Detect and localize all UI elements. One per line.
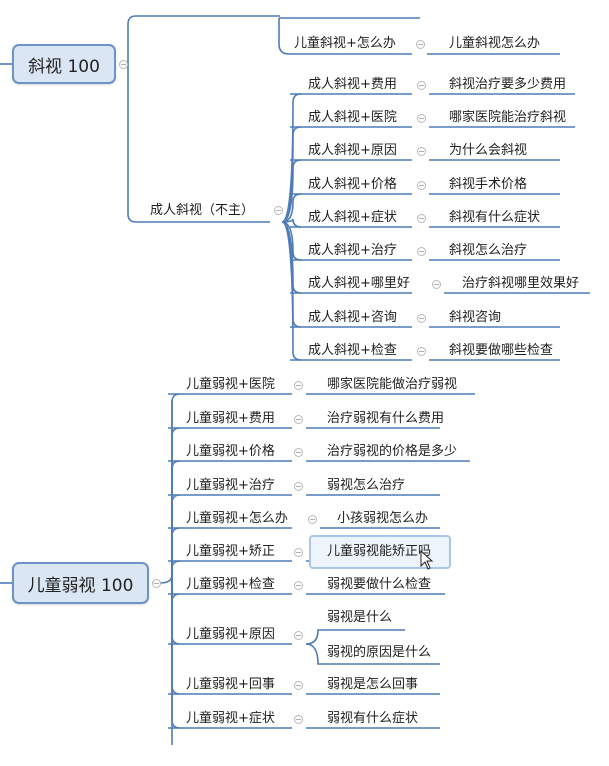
- adult-item-topic[interactable]: 成人斜视+咨询: [308, 310, 397, 325]
- collapse-amblyopia-item-icon[interactable]: [294, 548, 303, 557]
- adult-item-answer[interactable]: 治疗斜视哪里效果好: [462, 276, 580, 291]
- adult-item-topic[interactable]: 成人斜视+哪里好: [308, 276, 410, 291]
- collapse-amblyopia-item-icon[interactable]: [294, 381, 303, 390]
- adult-item-answer[interactable]: 斜视有什么症状: [449, 210, 541, 225]
- adult-item-curve: [281, 221, 302, 361]
- collapse-amblyopia-item-icon[interactable]: [294, 681, 303, 690]
- amblyopia-item-topic[interactable]: 儿童弱视+医院: [186, 377, 275, 392]
- amblyopia-item-answer[interactable]: 治疗弱视有什么费用: [327, 411, 445, 426]
- adult-item-curve: [281, 193, 302, 223]
- collapse-amblyopia-item-icon[interactable]: [294, 631, 303, 640]
- topic-strabismus[interactable]: 斜视 100: [12, 44, 116, 84]
- amblyopia-item-topic[interactable]: 儿童弱视+价格: [186, 444, 275, 459]
- collapse-adult-item-icon[interactable]: [432, 280, 441, 289]
- amblyopia-item-answer-line: [305, 643, 440, 665]
- amblyopia-item-answer-line: [305, 629, 405, 645]
- collapse-amblyopia-item-icon[interactable]: [294, 482, 303, 491]
- adult-item-curve: [281, 93, 302, 223]
- amblyopia-item-topic[interactable]: 儿童弱视+治疗: [186, 478, 275, 493]
- amblyopia-item-answer[interactable]: 弱视是什么: [327, 610, 393, 625]
- collapse-amblyopia-item-icon[interactable]: [294, 581, 303, 590]
- strabismus-to-upper: [127, 15, 280, 64]
- amblyopia-item-curve: [171, 600, 181, 729]
- adult-item-curve: [281, 159, 302, 223]
- collapse-amblyopia-item-icon[interactable]: [294, 448, 303, 457]
- amblyopia-item-topic[interactable]: 儿童弱视+费用: [186, 411, 275, 426]
- collapse-amblyopia-item-icon[interactable]: [294, 715, 303, 724]
- adult-item-topic[interactable]: 成人斜视+症状: [308, 210, 397, 225]
- collapse-adult-item-icon[interactable]: [417, 81, 426, 90]
- collapse-adult-item-icon[interactable]: [417, 114, 426, 123]
- amblyopia-item-answer[interactable]: 小孩弱视怎么办: [337, 511, 429, 526]
- adult-item-curve: [281, 221, 302, 261]
- amblyopia-item-curve: [171, 494, 181, 600]
- adult-item-answer[interactable]: 斜视治疗要多少费用: [449, 77, 567, 92]
- amblyopia-item-answer[interactable]: 弱视要做什么检查: [327, 577, 432, 592]
- strabismus-to-adult-group: [127, 64, 270, 223]
- top-partial-topic[interactable]: 儿童斜视+怎么办: [294, 36, 396, 51]
- amblyopia-item-topic[interactable]: 儿童弱视+原因: [186, 627, 275, 642]
- amblyopia-item-curve: [171, 600, 181, 695]
- adult-item-answer[interactable]: 斜视咨询: [449, 310, 502, 325]
- adult-item-answer[interactable]: 哪家医院能治疗斜视: [449, 110, 567, 125]
- adult-item-curve: [281, 218, 302, 228]
- amblyopia-item-answer[interactable]: 弱视有什么症状: [327, 711, 419, 726]
- collapse-adult-item-icon[interactable]: [417, 314, 426, 323]
- amblyopia-item-topic[interactable]: 儿童弱视+回事: [186, 677, 275, 692]
- amblyopia-item-topic[interactable]: 儿童弱视+症状: [186, 711, 275, 726]
- top-partial-answer[interactable]: 儿童斜视怎么办: [449, 36, 541, 51]
- amblyopia-item-answer[interactable]: 哪家医院能做治疗弱视: [327, 377, 458, 392]
- top-partial-line: [278, 18, 412, 55]
- collapse-strabismus-icon[interactable]: [119, 60, 128, 69]
- collapse-adult-item-icon[interactable]: [417, 214, 426, 223]
- adult-item-topic[interactable]: 成人斜视+原因: [308, 143, 397, 158]
- adult-item-topic[interactable]: 成人斜视+治疗: [308, 243, 397, 258]
- amblyopia-item-answer[interactable]: 弱视怎么治疗: [327, 478, 406, 493]
- adult-item-answer[interactable]: 斜视怎么治疗: [449, 243, 528, 258]
- amblyopia-item-answer[interactable]: 弱视的原因是什么: [327, 645, 432, 660]
- adult-item-curve: [281, 126, 302, 223]
- collapse-amblyopia-item-icon[interactable]: [294, 415, 303, 424]
- amblyopia-item-curve: [171, 600, 181, 645]
- amblyopia-item-answer[interactable]: 儿童弱视能矫正吗: [327, 544, 432, 559]
- topic-amblyopia[interactable]: 儿童弱视 100: [12, 562, 149, 604]
- collapse-adult-item-icon[interactable]: [417, 181, 426, 190]
- adult-item-topic[interactable]: 成人斜视+价格: [308, 177, 397, 192]
- collapse-adult-group-icon[interactable]: [274, 206, 283, 215]
- mouse-cursor-icon: [420, 550, 434, 570]
- collapse-top-partial-icon[interactable]: [416, 40, 425, 49]
- collapse-adult-item-icon[interactable]: [417, 247, 426, 256]
- amblyopia-item-curve: [171, 593, 181, 603]
- collapse-amblyopia-item-icon[interactable]: [308, 515, 317, 524]
- adult-item-answer[interactable]: 斜视要做哪些检查: [449, 343, 554, 358]
- amblyopia-item-topic[interactable]: 儿童弱视+怎么办: [186, 511, 288, 526]
- adult-item-topic[interactable]: 成人斜视+费用: [308, 77, 397, 92]
- adult-strabismus-group[interactable]: 成人斜视（不主）: [150, 203, 255, 218]
- adult-item-answer[interactable]: 为什么会斜视: [449, 143, 528, 158]
- adult-item-answer[interactable]: 斜视手术价格: [449, 177, 528, 192]
- adult-item-topic[interactable]: 成人斜视+检查: [308, 343, 397, 358]
- amblyopia-item-topic[interactable]: 儿童弱视+检查: [186, 577, 275, 592]
- collapse-amblyopia-icon[interactable]: [152, 579, 161, 588]
- amblyopia-item-curve: [171, 427, 181, 600]
- collapse-adult-item-icon[interactable]: [417, 347, 426, 356]
- collapse-adult-item-icon[interactable]: [417, 147, 426, 156]
- amblyopia-item-answer[interactable]: 弱视是怎么回事: [327, 677, 419, 692]
- adult-item-topic[interactable]: 成人斜视+医院: [308, 110, 397, 125]
- amblyopia-item-topic[interactable]: 儿童弱视+矫正: [186, 544, 275, 559]
- amblyopia-item-answer[interactable]: 治疗弱视的价格是多少: [327, 444, 458, 459]
